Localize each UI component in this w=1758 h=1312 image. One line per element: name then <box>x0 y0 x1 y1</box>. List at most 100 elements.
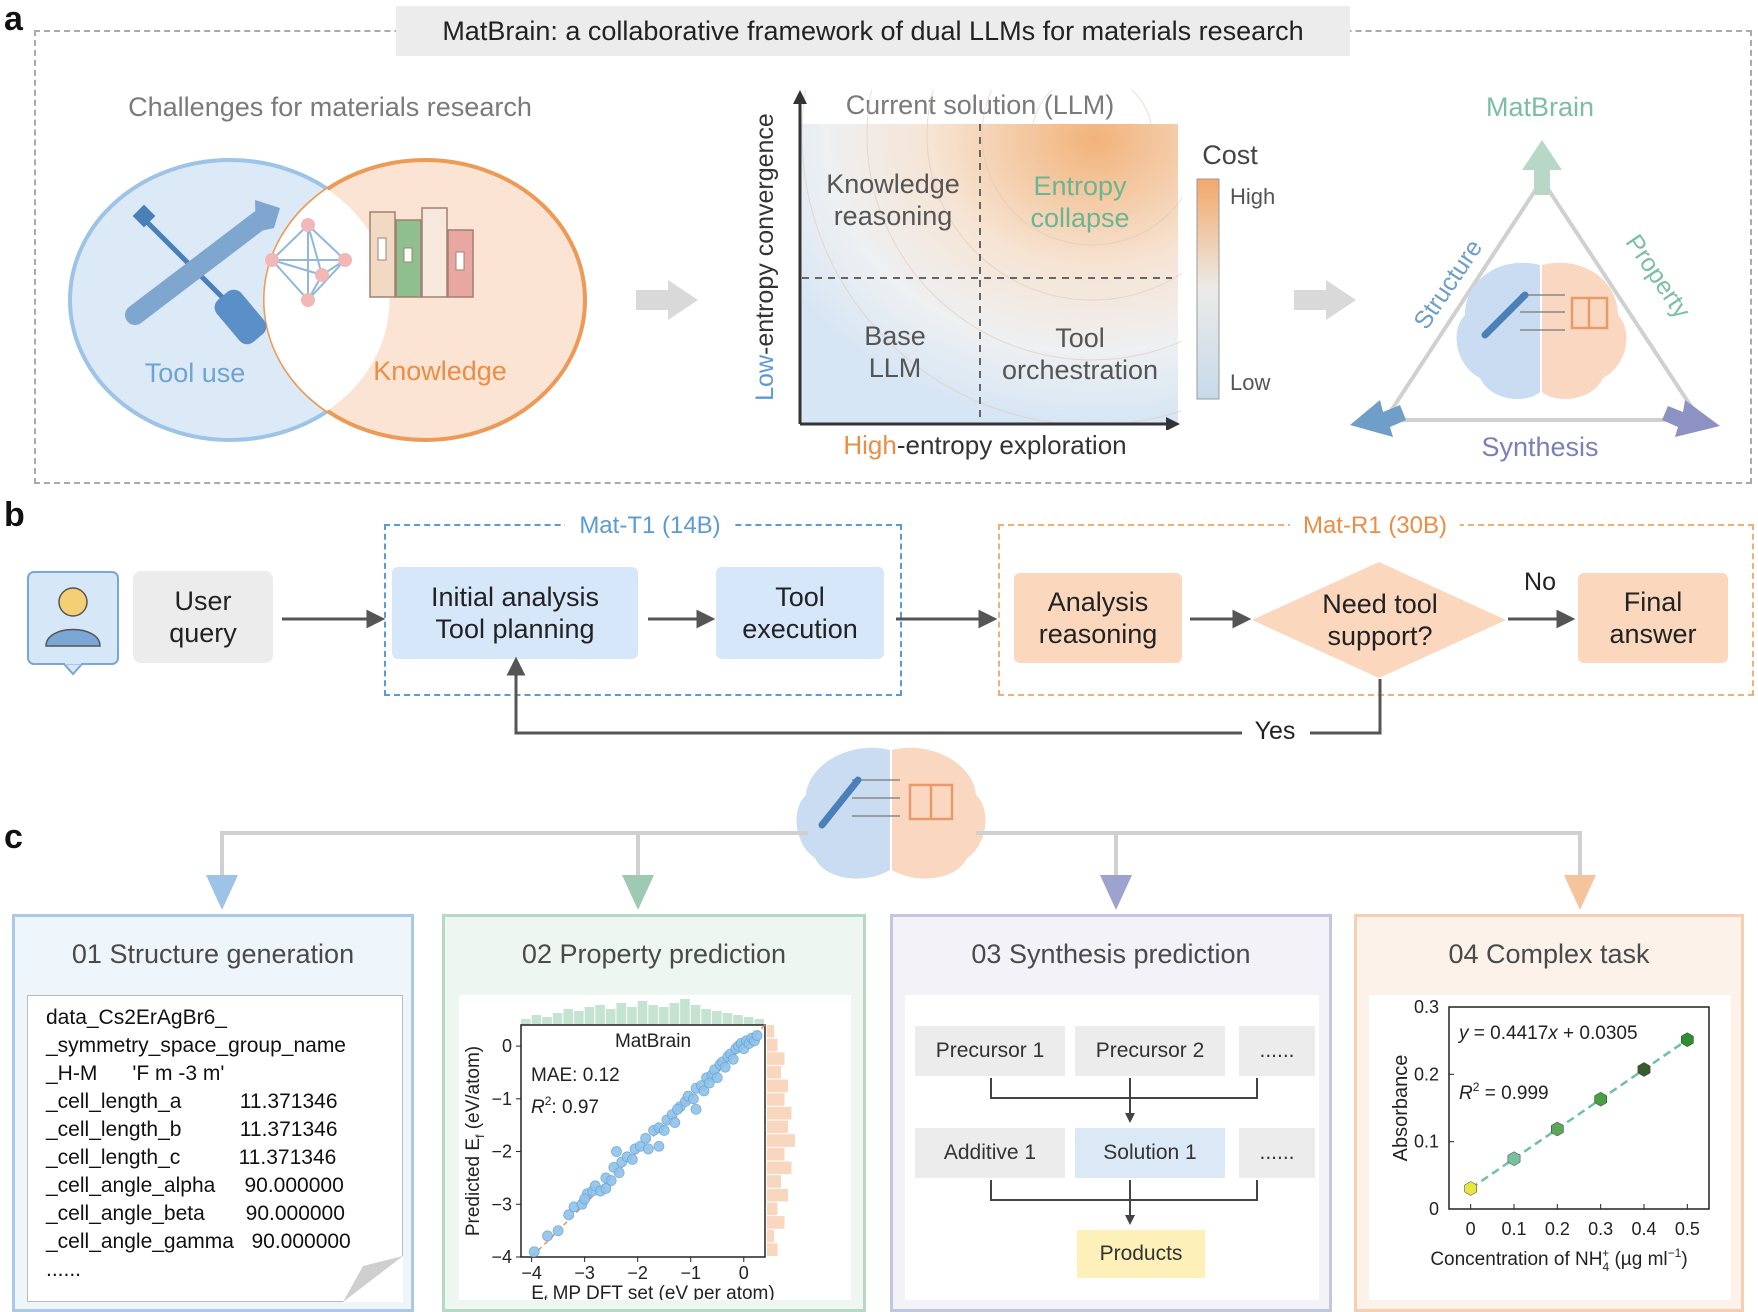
matbrain-title: MatBrain <box>1485 92 1595 122</box>
analysis-reasoning-node: Analysis reasoning <box>1014 573 1182 663</box>
y-histogram-bar <box>767 1216 785 1229</box>
x-tick-label: 0 <box>1466 1219 1476 1239</box>
cif-line: _cell_length_a 11.371346 <box>46 1090 338 1113</box>
additive-1-box: Additive 1 <box>915 1128 1065 1178</box>
data-point <box>653 1140 665 1152</box>
data-point <box>672 1103 683 1115</box>
y-axis-label: Low-entropy convergence <box>751 113 779 401</box>
cif-line: _cell_angle_gamma 90.000000 <box>46 1230 351 1253</box>
y-histogram-bar <box>767 1038 778 1052</box>
no-label: No <box>1524 568 1556 596</box>
y-histogram-bar <box>767 1161 792 1175</box>
quadrant-tool-orchestration: Tool orchestration <box>1001 322 1159 385</box>
data-point <box>711 1072 723 1084</box>
data-point <box>658 1125 670 1136</box>
cif-line: data_Cs2ErAgBr6_ <box>46 1006 227 1029</box>
x-histogram-bar <box>627 1007 637 1025</box>
challenges-venn <box>68 158 587 442</box>
cif-line: _symmetry_space_group_name <box>46 1034 346 1057</box>
cost-high-label: High <box>1230 184 1276 209</box>
cif-line: _cell_length_b 11.371346 <box>46 1118 338 1141</box>
arrow-down-left-icon <box>1350 400 1406 437</box>
solution-1-box: Solution 1 <box>1075 1128 1225 1178</box>
x-histogram-bar <box>754 1019 764 1025</box>
brain-icon <box>796 747 986 879</box>
cost-low-label: Low <box>1230 370 1271 395</box>
x-histogram-bar <box>563 1009 574 1025</box>
y-tick-label: −2 <box>491 1142 512 1162</box>
matbrain-triangle <box>1350 140 1720 437</box>
mat-r1-label: Mat-R1 (30B) <box>1290 512 1460 540</box>
y-tick-label: 0 <box>1429 1199 1439 1219</box>
cif-line: _cell_angle_beta 90.000000 <box>46 1202 345 1225</box>
panel-label-c: c <box>4 818 23 856</box>
x-tick-label: 0.3 <box>1588 1219 1613 1239</box>
y-histogram-bar <box>767 1243 778 1256</box>
x-histogram-bar <box>733 1015 743 1025</box>
x-tick-label: 0.4 <box>1631 1219 1656 1239</box>
fit-line <box>1469 1038 1689 1190</box>
need-tool-label: Need tool support? <box>1322 588 1438 651</box>
panel-label-a: a <box>4 0 23 38</box>
y-tick-label: 0.3 <box>1414 997 1439 1017</box>
mae-annotation: MAE: 0.12 <box>531 1065 620 1086</box>
y-histogram-bar <box>767 1202 778 1216</box>
quadrant-entropy-collapse: Entropy collapse <box>1030 170 1130 233</box>
precursor-more-box: ...... <box>1239 1026 1315 1076</box>
y-tick-label: 0.2 <box>1414 1064 1439 1084</box>
x-histogram-bar <box>722 1013 733 1025</box>
products-box: Products <box>1077 1230 1205 1278</box>
arrow-down-icon <box>206 875 238 910</box>
y-tick-label: 0 <box>502 1036 512 1056</box>
additive-more-box: ...... <box>1239 1128 1315 1178</box>
x-tick-label: −3 <box>574 1263 595 1283</box>
x-tick-label: −4 <box>521 1263 542 1283</box>
plot-frame <box>1448 1006 1710 1210</box>
task-synthesis-prediction-panel: 03 Synthesis prediction Precursor 1 Prec… <box>890 914 1332 1312</box>
y-histogram-bar <box>767 1229 774 1243</box>
data-point <box>563 1209 575 1221</box>
data-point <box>1637 1062 1651 1077</box>
user-query-node: User query <box>133 571 273 663</box>
x-axis-label: High-entropy exploration <box>843 430 1127 460</box>
task-title: 03 Synthesis prediction <box>971 939 1251 969</box>
initial-analysis-node: Initial analysis Tool planning <box>392 567 638 659</box>
y-histogram-bar <box>767 1188 788 1202</box>
y-histogram-bar <box>767 1134 795 1147</box>
need-tool-diamond <box>1252 562 1506 678</box>
synthesis-label: Synthesis <box>1481 432 1599 462</box>
x-histogram-bar <box>711 1011 722 1025</box>
y-tick-label: −3 <box>491 1194 512 1214</box>
data-point <box>703 1077 715 1089</box>
task-title: 02 Property prediction <box>521 939 787 969</box>
data-point <box>1464 1181 1477 1196</box>
precursor-1-box: Precursor 1 <box>915 1026 1065 1076</box>
x-histogram-bar <box>658 1007 669 1025</box>
x-tick-label: 0 <box>739 1263 749 1283</box>
y-axis-label: Predicted Ef (eV/atom) <box>463 1046 487 1236</box>
y-histogram-bar <box>767 1025 774 1038</box>
data-point <box>542 1230 553 1242</box>
x-histogram-bar <box>637 1001 648 1025</box>
books-icon <box>369 207 474 298</box>
arrow-right-icon <box>636 280 698 320</box>
data-point <box>669 1117 681 1128</box>
data-point <box>690 1103 702 1115</box>
plot-frame <box>520 1024 766 1258</box>
data-point <box>626 1154 638 1165</box>
arrow-down-icon <box>1564 875 1596 910</box>
x-axis-label: Ef MP DFT set (eV per atom) <box>531 1283 774 1300</box>
arrow-down-icon <box>622 875 654 910</box>
user-avatar-icon <box>27 571 119 676</box>
arrow-down-icon <box>1100 875 1132 910</box>
solution-map <box>793 90 1182 430</box>
y-histogram-bar <box>767 1093 785 1106</box>
data-point <box>727 1053 739 1065</box>
data-point <box>1551 1121 1564 1137</box>
cost-title: Cost <box>1202 140 1258 170</box>
task-title: 04 Complex task <box>1448 939 1650 969</box>
